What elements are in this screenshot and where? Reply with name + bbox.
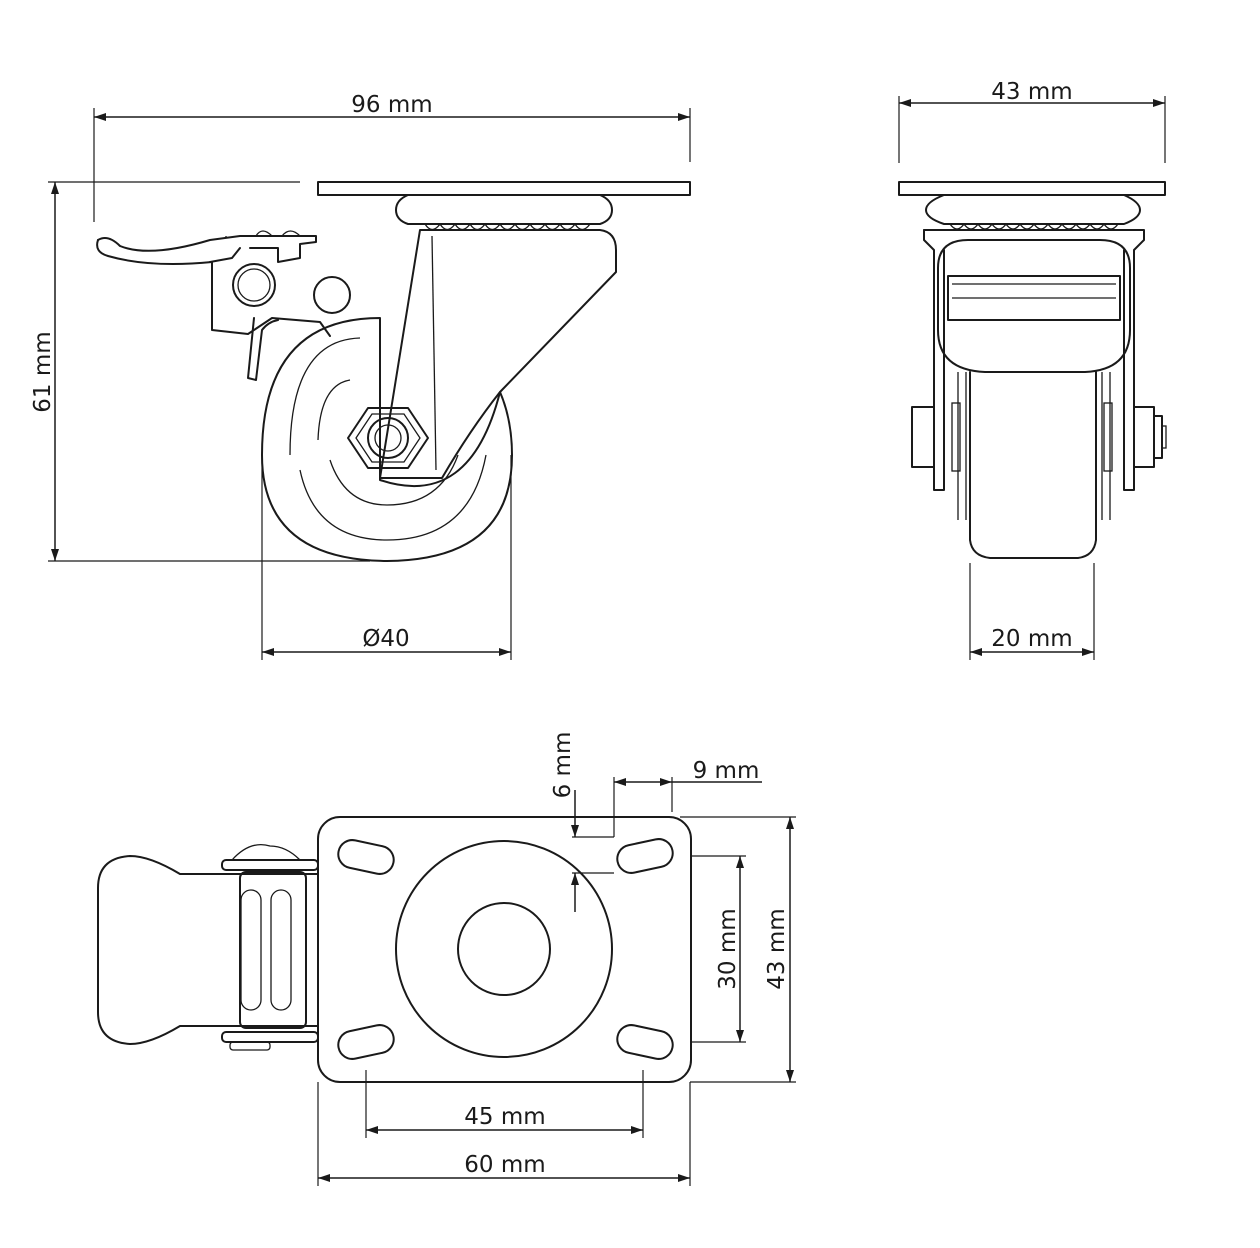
dimension-total-height: 61 mm [30,331,56,412]
dimension-plate-length: 60 mm [464,1152,545,1178]
dimension-plate-width-top: 43 mm [764,908,790,989]
dimension-total-length: 96 mm [351,92,432,118]
dimension-hole-spacing-y: 30 mm [715,908,741,989]
dimension-hole-spacing-x: 45 mm [464,1104,545,1130]
side-view [96,181,691,562]
top-view [97,816,692,1083]
dimension-plate-width-front: 43 mm [991,79,1072,105]
dimension-hole-offset-y: 6 mm [550,732,576,799]
front-view-dimensions: 43 mm 20 mm [898,79,1166,660]
dimension-wheel-width: 20 mm [991,626,1072,652]
dimension-hole-offset-x: 9 mm [693,758,760,784]
side-view-dimensions: 96 mm 61 mm Ø40 [30,92,691,660]
front-view [898,181,1167,559]
dimension-wheel-diameter: Ø40 [362,626,409,652]
top-view-dimensions: 6 mm 9 mm 30 mm 43 mm 45 mm 60 mm [317,732,796,1186]
